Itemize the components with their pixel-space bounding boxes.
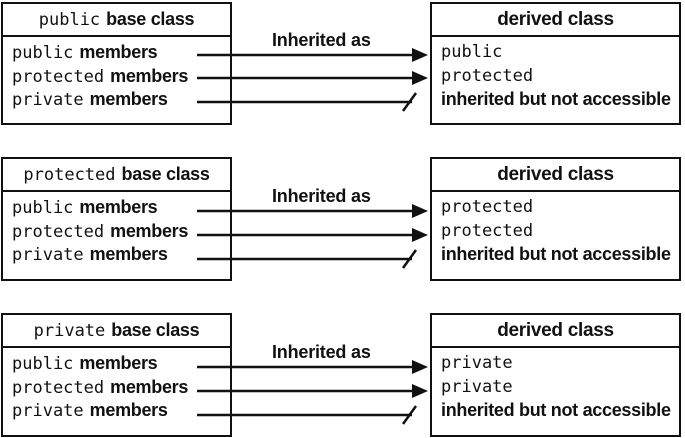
- derived-class-title: derived class: [432, 315, 679, 348]
- member-label: members: [89, 89, 168, 109]
- result-access: private: [441, 376, 513, 397]
- block-mark: [401, 92, 418, 112]
- derived-class-title: derived class: [432, 159, 679, 192]
- arrow-head: [412, 48, 428, 62]
- derived-class-box: derived class protected protected inheri…: [430, 157, 681, 281]
- block-mark: [401, 249, 418, 269]
- member-label: members: [110, 376, 189, 397]
- inheritance-arrows: [197, 360, 428, 425]
- inherited-as-label: Inherited as: [272, 342, 371, 362]
- derived-class-box: derived class private private inherited …: [430, 313, 681, 437]
- base-class-title: private base class: [3, 315, 230, 348]
- base-class-label: base class: [111, 320, 200, 340]
- member-label: members: [110, 220, 189, 241]
- arrow-head: [412, 228, 428, 242]
- member-label: members: [79, 42, 158, 62]
- member-keyword: protected: [12, 66, 105, 87]
- derived-class-title: derived class: [432, 4, 679, 37]
- member-label: members: [110, 65, 189, 86]
- result-access: private: [441, 353, 513, 373]
- inheritance-arrows: [197, 48, 428, 112]
- member-keyword: protected: [12, 377, 105, 398]
- member-label: members: [79, 353, 158, 373]
- inherited-as-label: Inherited as: [272, 30, 371, 50]
- result-access: protected: [441, 65, 534, 86]
- base-access-keyword: public: [38, 9, 101, 30]
- member-keyword: private: [12, 401, 84, 421]
- result-access: inherited but not accessible: [441, 244, 671, 264]
- base-access-keyword: private: [33, 320, 106, 341]
- member-label: members: [89, 400, 168, 420]
- member-label: members: [89, 244, 168, 264]
- result-access: inherited but not accessible: [441, 400, 671, 420]
- member-label: members: [79, 197, 158, 217]
- arrow-head: [412, 71, 428, 85]
- member-keyword: private: [12, 245, 84, 265]
- member-keyword: public: [12, 43, 74, 63]
- result-access: inherited but not accessible: [441, 89, 671, 109]
- arrow-head: [412, 204, 428, 218]
- derived-class-box: derived class public protected inherited…: [430, 2, 681, 125]
- block-mark: [401, 405, 418, 425]
- base-access-keyword: protected: [23, 164, 116, 185]
- result-access: protected: [441, 220, 534, 241]
- base-class-label: base class: [121, 164, 210, 184]
- member-keyword: public: [12, 354, 74, 374]
- inherited-as-label: Inherited as: [272, 186, 371, 206]
- member-keyword: public: [12, 198, 74, 218]
- member-keyword: protected: [12, 221, 105, 242]
- inheritance-arrows: [197, 204, 428, 269]
- base-class-title: public base class: [3, 4, 230, 37]
- result-access: protected: [441, 197, 534, 217]
- arrow-head: [412, 360, 428, 374]
- base-class-title: protected base class: [3, 159, 230, 192]
- result-access: public: [441, 42, 503, 62]
- base-class-label: base class: [106, 9, 195, 29]
- member-keyword: private: [12, 90, 84, 110]
- arrow-head: [412, 384, 428, 398]
